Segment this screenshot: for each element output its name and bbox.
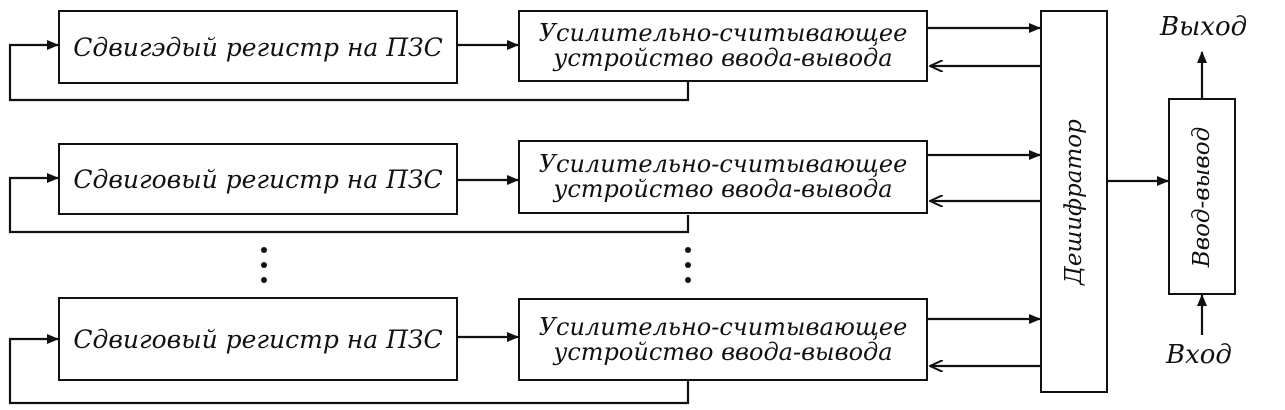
decoder-block: Дешифратор	[1040, 10, 1108, 393]
input-label: Вход	[1166, 340, 1232, 370]
amplifier-io-2-line2: устройство ввода-вывода	[553, 175, 893, 203]
amplifier-io-2-line1: Усилительно-считывающее	[538, 150, 908, 178]
feedback-loop-1	[8, 40, 690, 102]
amplifier-io-3-line1: Усилительно-считывающее	[538, 312, 908, 341]
feedback-loop-2	[8, 173, 690, 234]
ellipsis-dot	[261, 262, 267, 268]
feedback-loop-3	[8, 334, 690, 405]
amplifier-io-3-line2: устройство ввода-вывода	[553, 337, 893, 366]
ellipsis-dot	[685, 247, 691, 253]
shift-register-3: Сдвиговый регистр на ПЗС	[58, 297, 458, 381]
amplifier-io-1-line2: устройство ввода-вывода	[553, 44, 893, 72]
shift-register-1-label: Сдвигэдый регистр на ПЗС	[73, 32, 443, 62]
ellipsis-dot	[261, 247, 267, 253]
shift-register-3-label: Сдвиговый регистр на ПЗС	[73, 324, 443, 354]
amplifier-io-1-line1: Усилительно-считывающее	[538, 19, 908, 47]
amplifier-io-2: Усилительно-считывающее устройство ввода…	[518, 140, 928, 214]
ellipsis-dot	[261, 277, 267, 283]
io-block-label: Ввод-вывод	[1189, 126, 1216, 267]
ellipsis-dot	[685, 262, 691, 268]
io-block: Ввод-вывод	[1168, 98, 1236, 295]
shift-register-1: Сдвигэдый регистр на ПЗС	[58, 10, 458, 84]
ellipsis-dot	[685, 277, 691, 283]
shift-register-2-label: Сдвиговый регистр на ПЗС	[73, 164, 443, 194]
amplifier-io-3: Усилительно-считывающее устройство ввода…	[518, 298, 928, 381]
output-label: Выход	[1160, 12, 1248, 42]
shift-register-2: Сдвиговый регистр на ПЗС	[58, 143, 458, 215]
decoder-label: Дешифратор	[1061, 118, 1088, 285]
amplifier-io-1: Усилительно-считывающее устройство ввода…	[518, 10, 928, 82]
